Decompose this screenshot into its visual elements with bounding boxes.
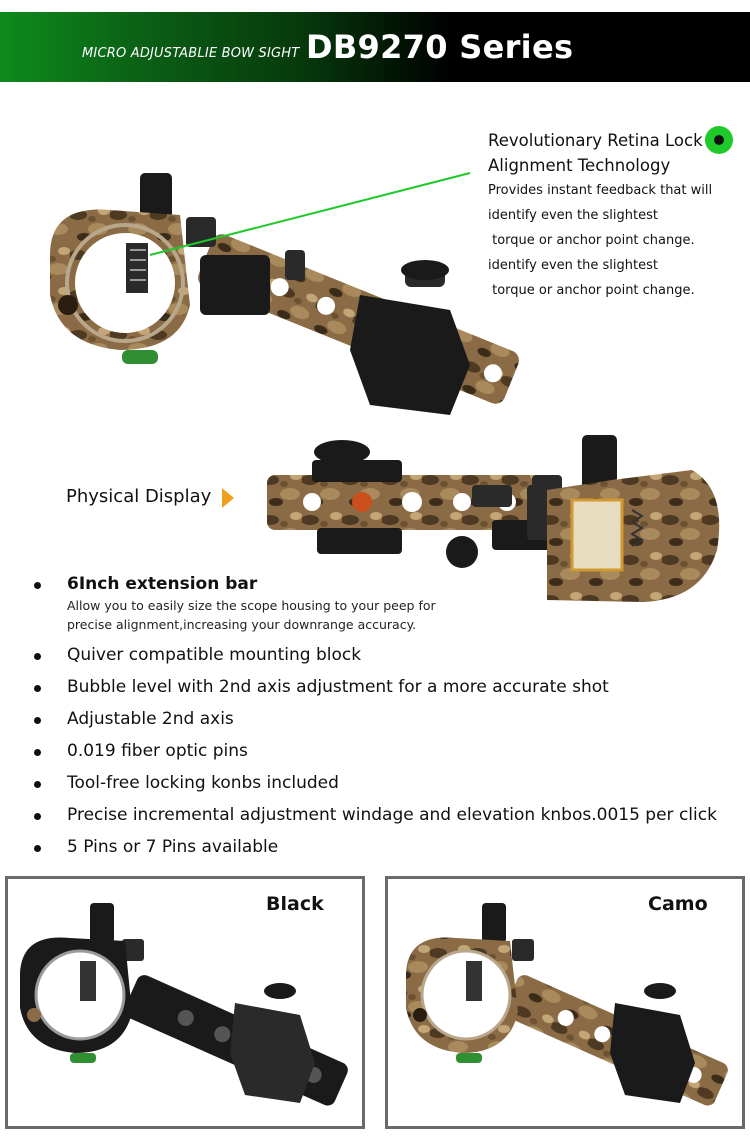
retina-line: Provides instant feedback that will (488, 183, 713, 198)
retina-lock-section: Revolutionary Retina Lock Alignment Tech… (488, 128, 738, 303)
retina-line: identify even the slightest (488, 208, 658, 223)
variant-camo-card: Camo (385, 876, 745, 1129)
product-image-black (20, 903, 348, 1106)
header-subtitle: MICRO ADJUSTABLIE BOW SIGHT (82, 46, 300, 61)
feature-text: Quiver compatible mounting block (67, 645, 362, 665)
retina-heading-line1: Revolutionary Retina Lock (488, 131, 703, 150)
header-banner: MICRO ADJUSTABLIE BOW SIGHT DB9270 Serie… (0, 12, 750, 82)
variant-black-card: Black (5, 876, 365, 1129)
bullet-icon (34, 582, 41, 589)
bullet-icon (34, 749, 41, 756)
feature-text: 0.019 fiber optic pins (67, 741, 248, 761)
arrow-right-icon (222, 488, 234, 508)
header-title: DB9270 Series (306, 28, 574, 66)
retina-line: torque or anchor point change. (488, 233, 695, 248)
bullet-icon (34, 653, 41, 660)
bullet-icon (34, 685, 41, 692)
product-image-camo (406, 903, 728, 1106)
feature-title: 6Inch extension bar (67, 574, 258, 594)
feature-text: Adjustable 2nd axis (67, 709, 234, 729)
bullet-icon (34, 813, 41, 820)
feature-desc: precise alignment,increasing your downra… (67, 617, 417, 632)
physical-display-label: Physical Display (66, 486, 212, 507)
bullet-icon (34, 717, 41, 724)
feature-desc: Allow you to easily size the scope housi… (67, 598, 436, 613)
retina-heading-line2: Alignment Technology (488, 156, 671, 175)
product-image-side (267, 435, 720, 602)
variant-black-label: Black (266, 893, 324, 915)
feature-text: Precise incremental adjustment windage a… (67, 805, 717, 825)
retina-line: identify even the slightest (488, 258, 658, 273)
retina-line: torque or anchor point change. (488, 283, 695, 298)
retina-indicator-icon (705, 126, 733, 154)
bullet-icon (34, 781, 41, 788)
feature-text: Tool-free locking konbs included (67, 773, 339, 793)
product-image-top (50, 172, 519, 415)
bullet-icon (34, 845, 41, 852)
feature-text: Bubble level with 2nd axis adjustment fo… (67, 677, 609, 697)
variant-camo-label: Camo (648, 893, 708, 915)
feature-text: 5 Pins or 7 Pins available (67, 837, 279, 857)
